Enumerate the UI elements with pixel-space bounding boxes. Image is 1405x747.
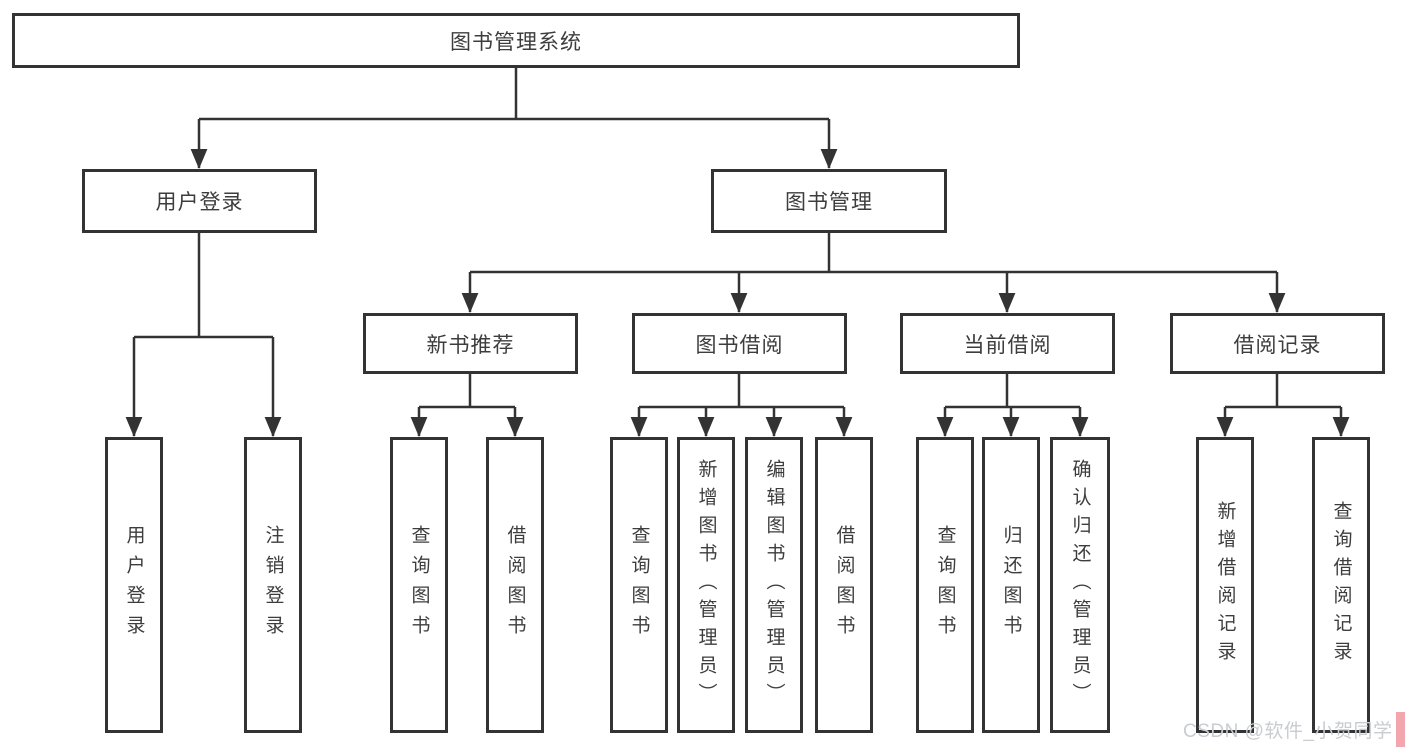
leaf-edit-book-admin: 编辑图书（管理员） [745,437,803,733]
node-book-management: 图书管理 [711,169,947,233]
leaf-return-book: 归还图书 [982,437,1040,733]
leaf-borrow-book-1: 借阅图书 [486,437,544,733]
node-user-login: 用户登录 [82,169,317,233]
leaf-logout: 注销登录 [244,437,302,733]
leaf-confirm-return-admin: 确认归还（管理员） [1050,437,1110,733]
leaf-query-book-3: 查询图书 [916,437,974,733]
node-root-system: 图书管理系统 [12,13,1020,68]
leaf-borrow-book-2: 借阅图书 [815,437,873,733]
node-book-borrow: 图书借阅 [632,313,847,374]
leaf-add-borrow-record: 新增借阅记录 [1196,437,1254,733]
node-new-book-recommend: 新书推荐 [363,313,578,374]
leaf-add-book-admin: 新增图书（管理员） [677,437,735,733]
leaf-query-borrow-record: 查询借阅记录 [1312,437,1370,733]
leaf-query-book-2: 查询图书 [610,437,668,733]
node-borrow-records: 借阅记录 [1170,313,1385,374]
node-current-borrow: 当前借阅 [900,313,1115,374]
leaf-user-login: 用户登录 [105,437,163,733]
leaf-query-book-1: 查询图书 [390,437,448,733]
csdn-watermark: CSDN @软件_小贺同学 [1183,721,1393,742]
watermark-accent-block [1396,712,1405,747]
